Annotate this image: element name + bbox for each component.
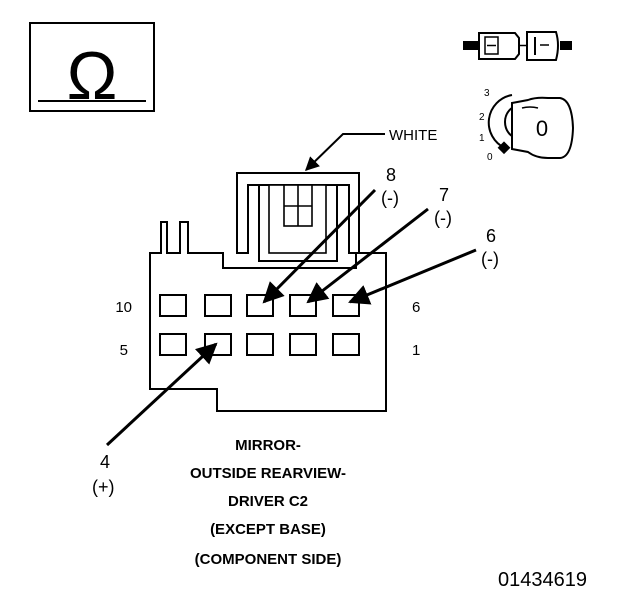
pin-cavity-3 xyxy=(246,333,274,356)
pin-number-6: 6 xyxy=(486,226,496,246)
caption-line-3: DRIVER C2 xyxy=(228,493,308,510)
wire-color-label: WHITE xyxy=(389,127,437,144)
pin-polarity-6: (-) xyxy=(481,249,499,269)
pin-callout-4: 4 (+) xyxy=(92,342,218,497)
row-label-bottom-left: 5 xyxy=(120,342,128,359)
pin-polarity-7: (-) xyxy=(434,208,452,228)
connector-caption: MIRROR- OUTSIDE REARVIEW- DRIVER C2 (EXC… xyxy=(190,437,346,568)
pin-cavity-2 xyxy=(289,333,317,356)
wire-color-callout: WHITE xyxy=(304,127,437,171)
key-label: 0 xyxy=(536,116,548,141)
pin-callout-8: 8 (-) xyxy=(262,165,399,304)
svg-text:0: 0 xyxy=(487,152,493,163)
pin-cavity-1 xyxy=(332,333,360,356)
ignition-key-icon: 3 2 1 0 0 xyxy=(479,88,575,163)
svg-text:3: 3 xyxy=(484,88,490,99)
pin-callout-6: 6 (-) xyxy=(348,226,499,305)
ohm-symbol: Ω xyxy=(67,38,118,114)
connector-disconnected-icon xyxy=(463,31,572,61)
pin-number-7: 7 xyxy=(439,185,449,205)
pin-callout-7: 7 (-) xyxy=(306,185,452,304)
pin-polarity-8: (-) xyxy=(381,188,399,208)
pin-polarity-4: (+) xyxy=(92,477,115,497)
caption-line-2: OUTSIDE REARVIEW- xyxy=(190,465,346,482)
row-label-top-right: 6 xyxy=(412,299,420,316)
caption-line-1: MIRROR- xyxy=(235,437,301,454)
pin-cavity-6 xyxy=(332,294,360,317)
pin-number-4: 4 xyxy=(100,452,110,472)
ohmmeter-icon: Ω xyxy=(29,22,155,114)
figure-id: 01434619 xyxy=(498,569,587,591)
connector-housing xyxy=(149,172,387,412)
svg-text:1: 1 xyxy=(479,133,485,144)
pin-number-8: 8 xyxy=(386,165,396,185)
caption-line-4: (EXCEPT BASE) xyxy=(210,521,326,538)
row-label-bottom-right: 1 xyxy=(412,342,420,359)
pin-cavity-10 xyxy=(159,294,187,317)
svg-text:2: 2 xyxy=(479,112,485,123)
caption-line-5: (COMPONENT SIDE) xyxy=(195,551,342,568)
row-label-top-left: 10 xyxy=(115,299,132,316)
pin-cavity-9 xyxy=(204,294,232,317)
pin-cavity-5 xyxy=(159,333,187,356)
